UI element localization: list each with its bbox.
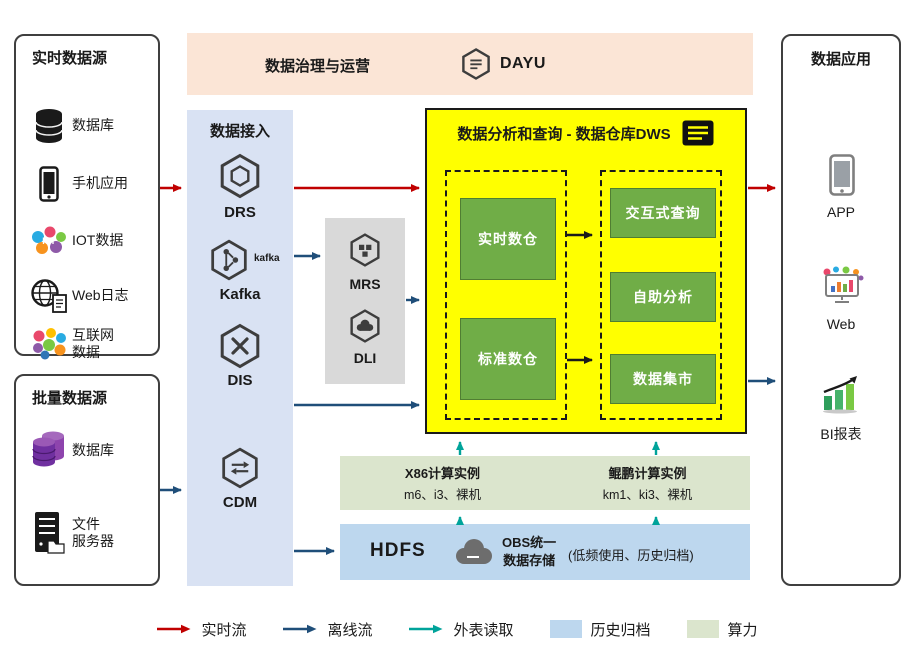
legend-label: 离线流 <box>327 621 373 639</box>
batch-sources-panel: 批量数据源 数据库 <box>14 374 160 586</box>
legend-label: 实时流 <box>201 621 247 639</box>
service-label-mrs: MRS <box>349 276 381 292</box>
svg-text:IoT: IoT <box>42 236 56 246</box>
panel-title: 数据接入 <box>209 123 270 140</box>
panel-title: 实时数据源 <box>32 50 108 67</box>
dws-title-row: 数据分析和查询 - 数据仓库DWS <box>427 119 745 147</box>
hdfs-label: HDFS <box>370 540 426 561</box>
x86-compute: X86计算实例 m6、i3、裸机 <box>340 456 545 510</box>
kunpeng-title: 鲲鹏计算实例 <box>608 466 687 481</box>
cdm-icon <box>218 446 262 490</box>
x86-models: m6、i3、裸机 <box>403 488 482 502</box>
middleware-panel: MRS DLI <box>325 218 405 384</box>
service-label-drs: DRS <box>224 204 256 221</box>
database-icon <box>26 108 72 144</box>
legend-item-realtime: 实时流 <box>156 619 246 640</box>
kunpeng-compute: 鲲鹏计算实例 km1、ki3、裸机 <box>545 456 750 510</box>
legend-item-compute: 算力 <box>686 619 758 640</box>
dis-icon <box>216 322 264 370</box>
banner-title: 数据治理与运营 <box>265 58 371 75</box>
source-label: 数据库 <box>72 117 114 134</box>
iot-icon: IoT <box>26 224 72 258</box>
dws-panel: 数据分析和查询 - 数据仓库DWS 实时数仓 标准数仓 交互式查询 自助分析 数… <box>425 108 747 434</box>
dli-icon <box>347 308 383 344</box>
kunpeng-models: km1、ki3、裸机 <box>602 488 693 502</box>
governance-banner: 数据治理与运营 DAYU <box>187 33 753 95</box>
warehouse-group: 实时数仓 标准数仓 <box>445 170 567 420</box>
source-label: Web日志 <box>72 287 129 304</box>
list-item: 手机应用 <box>26 166 158 202</box>
app-label: APP <box>826 204 855 220</box>
legend-item-external: 外表读取 <box>408 619 514 640</box>
realtime-sources-panel: 实时数据源 数据库 手机应用 <box>14 34 160 360</box>
legend: 实时流 离线流 外表读取 历史归档 算力 <box>0 614 914 644</box>
compute-swatch <box>686 620 719 638</box>
interactive-query-box: 交互式查询 <box>610 188 716 238</box>
mrs-icon <box>347 232 383 268</box>
source-label: 互联网 数据 <box>72 326 114 361</box>
web-label: Web <box>826 316 856 332</box>
bi-report-icon <box>819 374 865 414</box>
bi-label: BI报表 <box>820 426 862 442</box>
dws-title: 数据分析和查询 - 数据仓库DWS <box>457 125 671 143</box>
ingestion-panel: 数据接入 DRS kafka Kafka DIS <box>187 110 293 586</box>
dayu-label: DAYU <box>500 55 546 72</box>
teal-arrow-icon <box>409 624 443 634</box>
compute-panel: X86计算实例 m6、i3、裸机 鲲鹏计算实例 km1、ki3、裸机 <box>340 456 750 510</box>
panel-title: 数据应用 <box>810 51 871 68</box>
document-icon <box>681 119 715 147</box>
obs-label: OBS统一 数据存储 <box>502 534 556 569</box>
source-label: 文件 服务器 <box>72 515 114 550</box>
service-label-dli: DLI <box>353 350 377 366</box>
service-label-kafka: Kafka <box>219 286 261 303</box>
dayu-icon <box>459 47 493 81</box>
obs-cloud-icon <box>450 537 496 567</box>
database-purple-icon <box>26 430 72 472</box>
legend-item-offline: 离线流 <box>282 619 372 640</box>
analysis-group: 交互式查询 自助分析 数据集市 <box>600 170 722 420</box>
self-service-analysis-box: 自助分析 <box>610 272 716 322</box>
legend-label: 历史归档 <box>590 621 651 639</box>
service-label-cdm: CDM <box>222 494 258 511</box>
internet-icon <box>26 326 72 362</box>
red-arrow-icon <box>157 624 191 634</box>
list-item: 文件 服务器 <box>26 510 158 556</box>
standard-warehouse-box: 标准数仓 <box>460 318 556 400</box>
panel-title: 批量数据源 <box>32 390 108 407</box>
obs-line-2: 数据存储 <box>503 552 556 568</box>
app-phone-icon <box>829 154 855 196</box>
dayu-product: DAYU <box>459 47 546 81</box>
list-item: 数据库 <box>26 430 158 472</box>
source-label: 手机应用 <box>72 175 128 192</box>
drs-icon <box>216 152 264 200</box>
list-item: Web日志 <box>26 278 158 314</box>
kafka-icon <box>207 238 251 282</box>
list-item: IoT IOT数据 <box>26 224 158 258</box>
web-icon <box>819 266 865 306</box>
kafka-wordmark: kafka <box>254 253 280 264</box>
legend-item-archive: 历史归档 <box>549 619 651 640</box>
source-label: 数据库 <box>72 442 114 459</box>
list-item: 数据库 <box>26 108 158 144</box>
obs-line-1: OBS统一 <box>502 535 557 550</box>
file-server-icon <box>26 510 72 556</box>
blue-arrow-icon <box>283 624 317 634</box>
x86-title: X86计算实例 <box>404 466 481 481</box>
realtime-warehouse-box: 实时数仓 <box>460 198 556 280</box>
storage-panel: HDFS OBS统一 数据存储 (低频使用、历史归档) <box>340 524 750 580</box>
legend-label: 算力 <box>727 621 758 639</box>
storage-note: (低频使用、历史归档) <box>568 548 694 563</box>
list-item: 互联网 数据 <box>26 326 158 362</box>
legend-label: 外表读取 <box>453 621 514 639</box>
service-label-dis: DIS <box>227 372 253 389</box>
source-label: IOT数据 <box>72 232 124 249</box>
mobile-icon <box>26 166 72 202</box>
data-mart-box: 数据集市 <box>610 354 716 404</box>
weblog-icon <box>26 278 72 314</box>
archive-swatch <box>549 620 582 638</box>
applications-panel: 数据应用 APP Web <box>781 34 901 586</box>
